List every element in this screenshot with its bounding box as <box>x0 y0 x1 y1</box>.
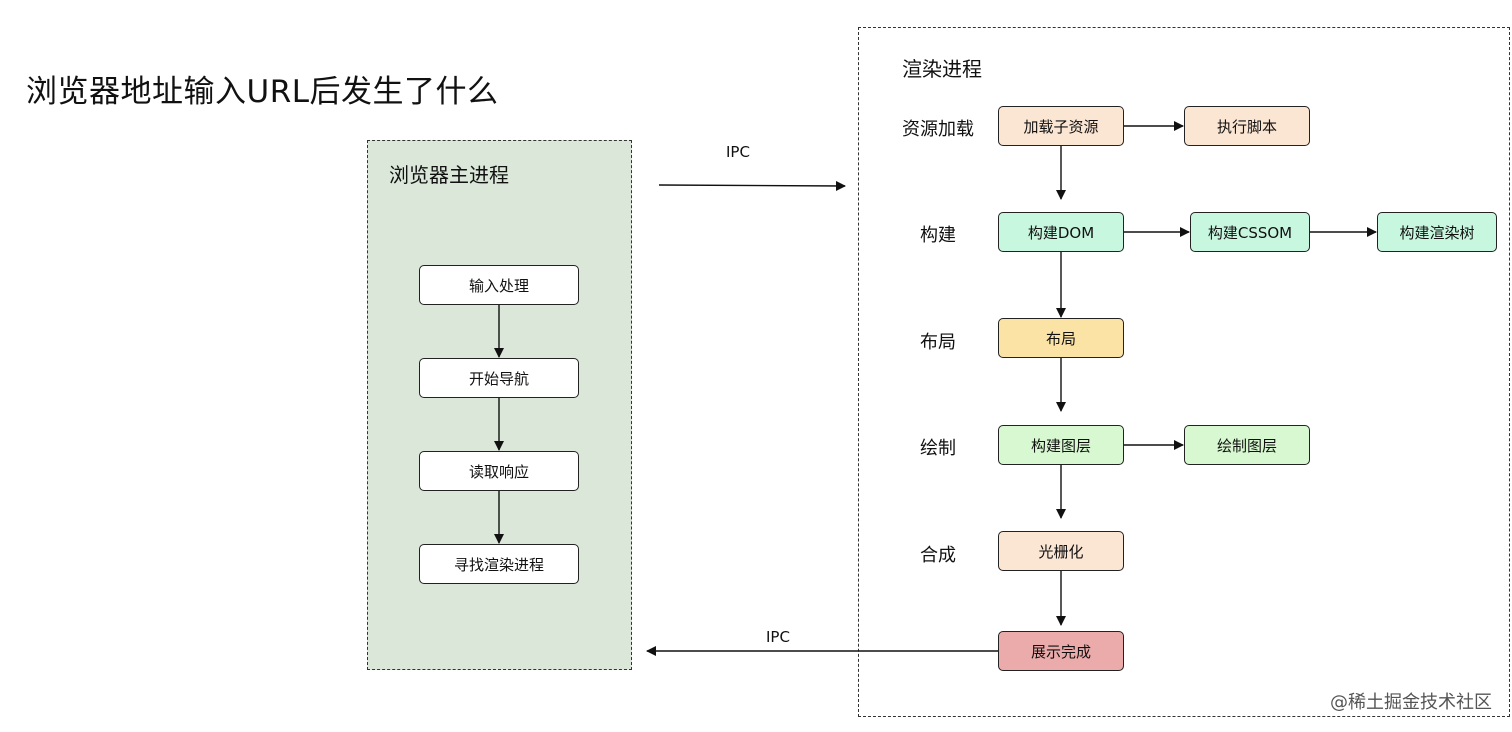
node-build-cssom: 构建CSSOM <box>1190 212 1310 252</box>
node-display-complete: 展示完成 <box>998 631 1124 671</box>
render-process-title: 渲染进程 <box>902 57 982 81</box>
step-input-handling: 输入处理 <box>419 265 579 305</box>
step-start-navigation: 开始导航 <box>419 358 579 398</box>
node-execute-script: 执行脚本 <box>1184 106 1310 146</box>
node-build-render-tree: 构建渲染树 <box>1377 212 1497 252</box>
stage-build: 构建 <box>920 225 956 246</box>
node-load-subresources: 加载子资源 <box>998 106 1124 146</box>
page-title: 浏览器地址输入URL后发生了什么 <box>26 74 499 110</box>
main-process-title: 浏览器主进程 <box>389 163 509 187</box>
render-process-group <box>858 27 1510 717</box>
step-find-render-process: 寻找渲染进程 <box>419 544 579 584</box>
node-layout: 布局 <box>998 318 1124 358</box>
stage-composite: 合成 <box>920 545 956 566</box>
step-read-response: 读取响应 <box>419 451 579 491</box>
ipc-label-to-render: IPC <box>726 143 750 161</box>
stage-paint: 绘制 <box>920 438 956 459</box>
arrow-ipc-to-render <box>658 180 846 191</box>
node-build-layers: 构建图层 <box>998 425 1124 465</box>
stage-layout: 布局 <box>920 332 956 353</box>
node-paint-layers: 绘制图层 <box>1184 425 1310 465</box>
node-rasterize: 光栅化 <box>998 531 1124 571</box>
watermark: @稀土掘金技术社区 <box>1330 692 1492 713</box>
stage-resource-loading: 资源加载 <box>902 119 974 140</box>
ipc-label-to-main: IPC <box>766 628 790 646</box>
node-build-dom: 构建DOM <box>998 212 1124 252</box>
